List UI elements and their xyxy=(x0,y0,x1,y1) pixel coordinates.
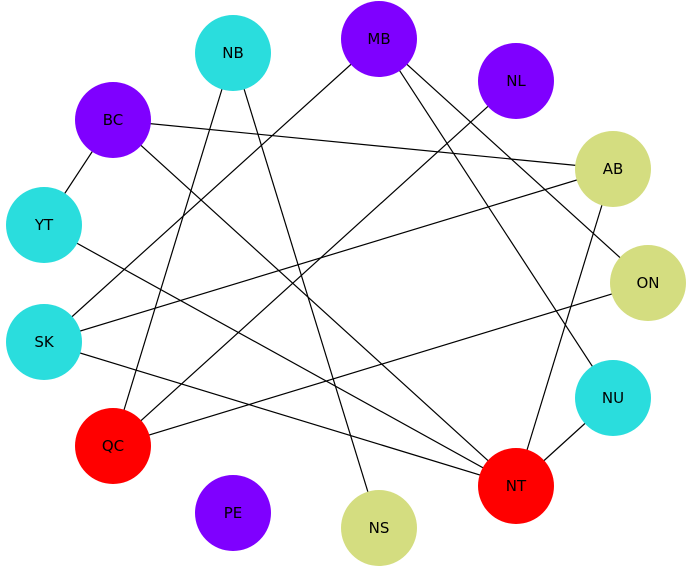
node-label-nl: NL xyxy=(506,72,526,90)
node-qc: QC xyxy=(75,408,151,484)
node-circle-qc xyxy=(75,408,151,484)
edge-nb-qc xyxy=(112,52,234,447)
node-circle-nl xyxy=(478,43,554,119)
node-label-ns: NS xyxy=(369,519,390,537)
node-label-yt: YT xyxy=(34,216,54,234)
node-circle-nt xyxy=(478,448,554,524)
edge-mb-on xyxy=(378,38,649,284)
nodes-layer: MB NL AB ON NU NT NS PE QC SK YT BC NB xyxy=(6,1,686,566)
edge-yt-nt xyxy=(43,224,517,487)
node-label-sk: SK xyxy=(34,333,55,351)
node-circle-on xyxy=(610,245,686,321)
node-nu: NU xyxy=(575,360,651,436)
node-on: ON xyxy=(610,245,686,321)
node-label-nu: NU xyxy=(602,389,624,407)
edge-on-qc xyxy=(112,282,649,447)
node-label-on: ON xyxy=(636,274,659,292)
edge-sk-nt xyxy=(43,341,517,487)
node-label-pe: PE xyxy=(224,504,243,522)
edge-mb-sk xyxy=(43,38,380,343)
node-nt: NT xyxy=(478,448,554,524)
node-label-mb: MB xyxy=(367,30,390,48)
node-nb: NB xyxy=(195,15,271,91)
node-circle-yt xyxy=(6,187,82,263)
edge-bc-nt xyxy=(112,119,517,487)
node-circle-pe xyxy=(195,475,271,551)
node-bc: BC xyxy=(75,82,151,158)
node-label-ab: AB xyxy=(603,160,624,178)
node-ab: AB xyxy=(575,131,651,207)
edge-nl-qc xyxy=(112,80,517,447)
node-ns: NS xyxy=(341,490,417,566)
node-label-qc: QC xyxy=(102,437,124,455)
node-circle-sk xyxy=(6,304,82,380)
node-mb: MB xyxy=(341,1,417,77)
node-circle-nb xyxy=(195,15,271,91)
edge-mb-nu xyxy=(378,38,614,399)
node-label-bc: BC xyxy=(103,111,124,129)
edge-bc-ab xyxy=(112,119,614,170)
node-circle-nu xyxy=(575,360,651,436)
node-nl: NL xyxy=(478,43,554,119)
node-label-nb: NB xyxy=(222,44,244,62)
edge-ab-sk xyxy=(43,168,614,343)
node-circle-ab xyxy=(575,131,651,207)
node-circle-ns xyxy=(341,490,417,566)
node-circle-mb xyxy=(341,1,417,77)
node-yt: YT xyxy=(6,187,82,263)
edges-layer xyxy=(43,38,649,529)
edge-ab-nt xyxy=(515,168,614,487)
node-pe: PE xyxy=(195,475,271,551)
node-circle-bc xyxy=(75,82,151,158)
node-label-nt: NT xyxy=(506,477,527,495)
node-sk: SK xyxy=(6,304,82,380)
edge-nb-ns xyxy=(232,52,380,529)
